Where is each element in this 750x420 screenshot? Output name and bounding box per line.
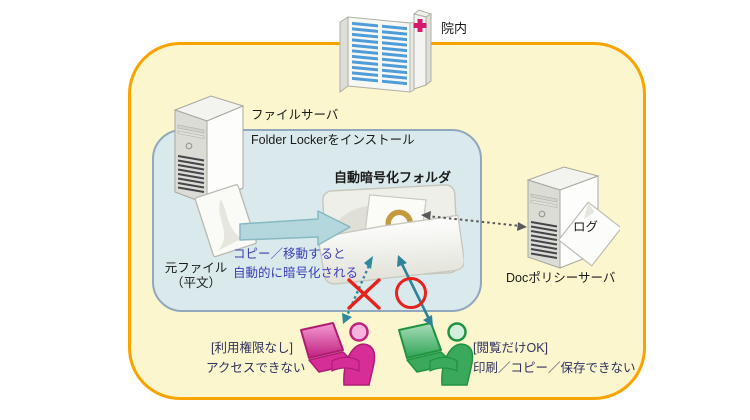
file-server-label: ファイルサーバ	[251, 108, 339, 122]
copy-note-line2: 自動的に暗号化される	[233, 266, 359, 280]
denied-user-icon	[298, 321, 382, 389]
doc-policy-server-label: Docポリシーサーバ	[506, 271, 616, 285]
hospital-building-icon	[338, 6, 434, 96]
hospital-cross-icon	[413, 19, 427, 32]
encrypted-folder-title: 自動暗号化フォルダ	[334, 170, 452, 185]
log-paper-icon	[557, 201, 623, 267]
hospital-label: 院内	[441, 21, 468, 36]
copy-note-line1: コピー／移動すると	[233, 247, 346, 261]
source-file-label-line2: （平文）	[170, 276, 221, 290]
allowed-user-label-line2: 印刷／コピー／保存できない	[473, 361, 636, 375]
denied-user-label-line1: [利用権限なし]	[211, 341, 293, 355]
doc-policy-server-icon	[520, 156, 623, 274]
allowed-user-label-line1: [閲覧だけOK]	[473, 341, 549, 355]
source-file-label-line1: 元ファイル	[164, 261, 228, 275]
allowed-user-icon	[396, 321, 480, 389]
log-label: ログ	[573, 220, 599, 234]
window-stripes	[352, 21, 407, 86]
denied-user-label-line2: アクセスできない	[206, 361, 306, 375]
source-file-label: 元ファイル （平文）	[156, 261, 236, 291]
folder-locker-note: Folder Lockerをインストール	[251, 133, 415, 147]
file-server-icon	[167, 84, 251, 208]
